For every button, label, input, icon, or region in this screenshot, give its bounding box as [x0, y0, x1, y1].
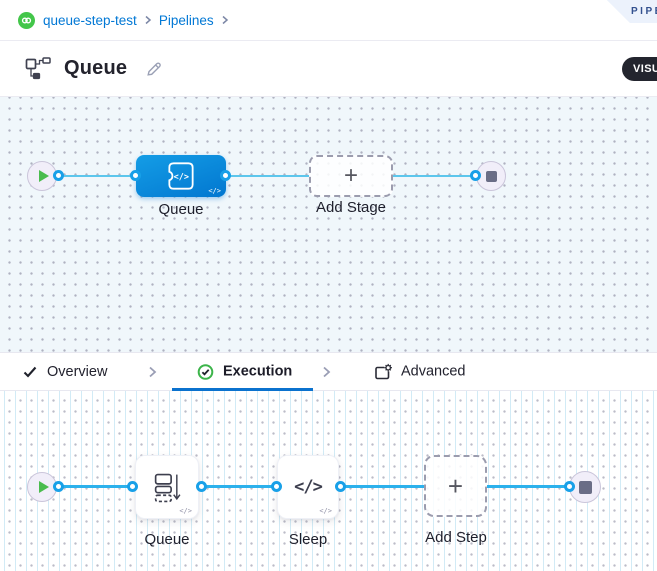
code-badge-icon: </>	[179, 507, 192, 515]
connector-line	[203, 485, 277, 488]
connector-dot	[271, 481, 282, 492]
add-step-label: Add Step	[425, 529, 487, 546]
ci-stage-icon: </>	[168, 162, 194, 190]
svg-text:</>: </>	[174, 171, 189, 181]
breadcrumb: queue-step-test Pipelines PIPELINE STUDI…	[0, 0, 657, 41]
connector-line	[226, 175, 309, 177]
stage-tabs: Overview Execution Advanced	[0, 352, 657, 391]
queue-step-icon	[154, 473, 181, 502]
play-icon	[38, 170, 49, 182]
chevron-right-icon	[322, 365, 331, 378]
connector-line	[487, 485, 570, 488]
chevron-right-icon	[221, 15, 229, 25]
connector-dot	[196, 481, 207, 492]
check-circle-icon	[197, 363, 214, 380]
connector-dot	[130, 170, 141, 181]
sleep-step-label: Sleep	[288, 531, 328, 548]
tab-advanced[interactable]: Advanced	[374, 363, 466, 380]
tab-overview[interactable]: Overview	[22, 364, 107, 380]
visual-yaml-toggle[interactable]: VISUAL	[622, 57, 657, 81]
add-stage-button[interactable]: +	[309, 155, 393, 197]
breadcrumb-project-link[interactable]: queue-step-test	[43, 12, 137, 28]
page-title: Queue	[64, 57, 128, 79]
active-tab-underline	[172, 388, 313, 391]
tab-overview-label: Overview	[47, 363, 108, 380]
pipeline-start-node	[27, 161, 57, 191]
queue-step-label: Queue	[144, 531, 190, 548]
stop-icon	[485, 170, 497, 182]
code-badge-icon: </>	[319, 507, 332, 515]
connector-line	[393, 175, 476, 177]
execution-canvas[interactable]: </> Queue </> </> Sleep + Add Step	[0, 391, 657, 571]
pipeline-studio-badge: PIPELINE STUDIO	[606, 0, 657, 23]
play-icon	[38, 481, 49, 493]
connector-dot	[53, 481, 64, 492]
step-node-sleep[interactable]: </> </>	[277, 455, 339, 519]
stage-canvas[interactable]: </> </> Queue + Add Stage	[0, 97, 657, 352]
connector-line	[59, 175, 136, 177]
breadcrumb-pipelines-link[interactable]: Pipelines	[158, 12, 214, 28]
tab-advanced-label: Advanced	[401, 363, 466, 380]
pipeline-icon	[25, 57, 51, 80]
connector-dot	[53, 170, 64, 181]
sleep-step-icon: </>	[294, 477, 323, 497]
execution-start-node	[27, 472, 57, 502]
connector-dot	[127, 481, 138, 492]
connector-line	[59, 485, 133, 488]
connector-dot	[335, 481, 346, 492]
tab-execution[interactable]: Execution	[197, 363, 292, 380]
code-badge-icon: </>	[208, 187, 221, 195]
chevron-right-icon	[144, 15, 152, 25]
add-step-button[interactable]: +	[424, 455, 487, 517]
connector-dot	[470, 170, 481, 181]
stop-icon	[578, 480, 592, 494]
add-stage-label: Add Stage	[315, 199, 387, 216]
connector-dot	[220, 170, 231, 181]
edit-pencil-icon[interactable]	[145, 59, 164, 78]
check-icon	[23, 366, 37, 378]
pipeline-header: Queue VISUAL	[0, 41, 657, 97]
connector-dot	[564, 481, 575, 492]
tab-execution-label: Execution	[223, 363, 293, 380]
advanced-settings-icon	[375, 363, 392, 379]
stage-label: Queue	[158, 201, 204, 218]
plus-icon: +	[343, 162, 358, 189]
plus-icon: +	[447, 471, 464, 501]
project-icon	[18, 11, 35, 29]
step-node-queue[interactable]: </>	[135, 455, 199, 519]
stage-node-queue[interactable]: </> </>	[136, 155, 226, 197]
connector-line	[341, 485, 425, 488]
chevron-right-icon	[148, 365, 157, 378]
